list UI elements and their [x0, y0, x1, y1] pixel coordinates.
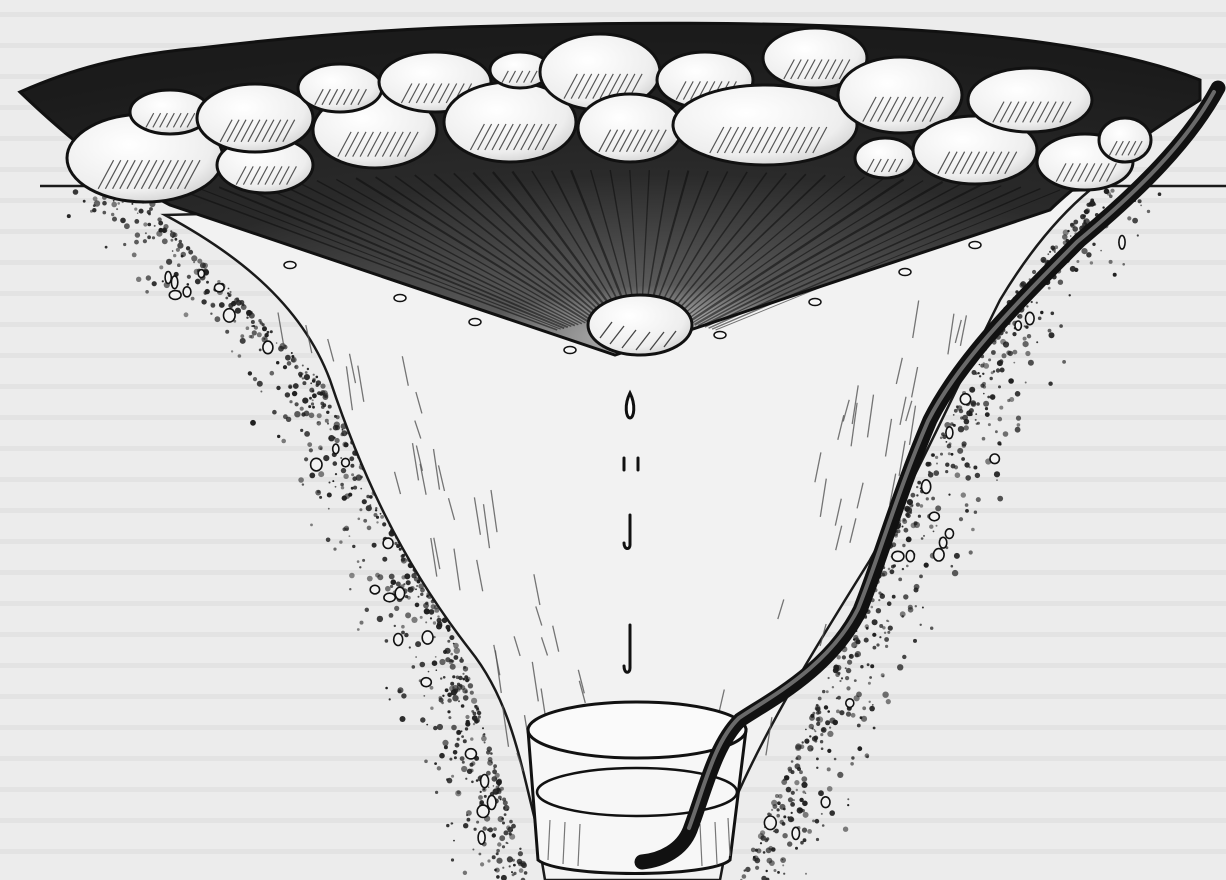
center-weight-stone — [588, 295, 692, 355]
collection-container — [528, 702, 746, 874]
